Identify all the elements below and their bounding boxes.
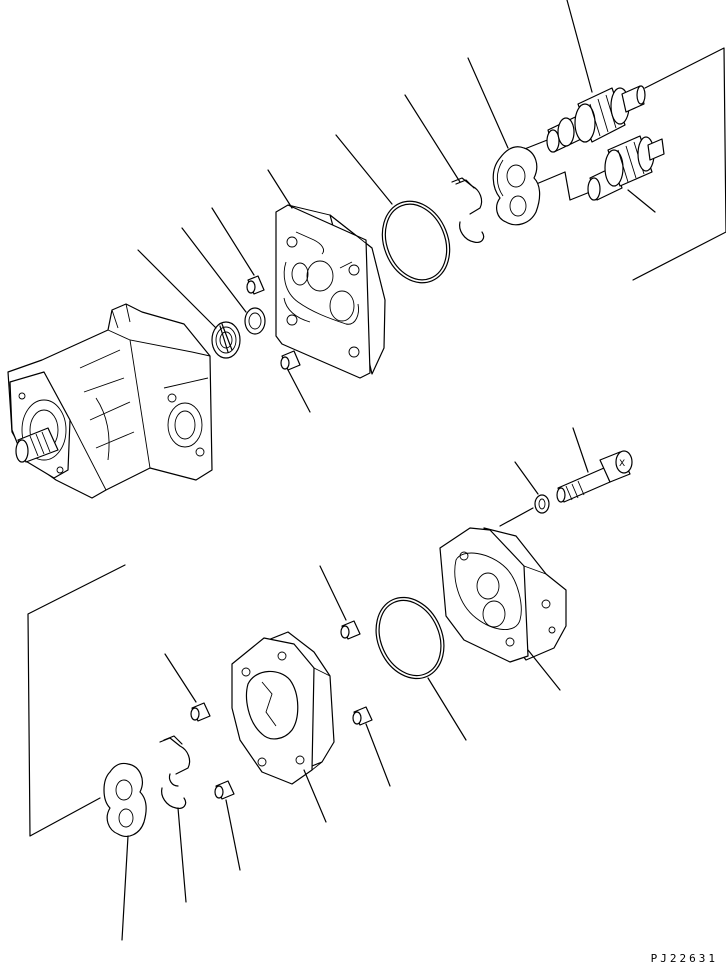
bolt-washer[interactable] xyxy=(534,494,550,514)
leader-lower-seal xyxy=(177,807,187,903)
lower-o-ring-inner xyxy=(378,599,442,677)
leader-lower-wear-plate xyxy=(121,835,129,941)
leader-lower-dowel-c xyxy=(164,653,197,703)
lower-dowel-pin-c[interactable] xyxy=(190,702,211,722)
leader-bolt-washer xyxy=(514,461,539,495)
lower-wear-plate[interactable] xyxy=(103,762,147,837)
leader-gear-case xyxy=(303,769,327,823)
leader-lower-dowel-b xyxy=(365,723,391,787)
leader-lower-dowel-d xyxy=(225,799,241,871)
upper-wear-plate[interactable] xyxy=(492,146,541,226)
gear-case[interactable] xyxy=(231,631,335,785)
leader-driven-gear xyxy=(627,189,656,213)
lower-bracket-lines xyxy=(27,564,126,837)
lower-dowel-pin-a[interactable] xyxy=(340,620,361,640)
upper-backup-seal[interactable] xyxy=(451,177,485,243)
bolt-head-mark: X xyxy=(619,459,625,469)
drive-gear-shaft[interactable] xyxy=(546,85,646,153)
upper-o-ring-inner xyxy=(384,203,448,281)
upper-dowel-pin-b[interactable] xyxy=(280,350,301,371)
leader-lower-o-ring xyxy=(427,677,467,741)
leader-washer-to-cover xyxy=(499,507,534,527)
leader-bearing xyxy=(137,249,217,329)
drawing-code: PJ22631 xyxy=(650,952,718,965)
upper-dowel-pin-a[interactable] xyxy=(246,275,265,295)
leader-bolt xyxy=(572,427,589,473)
leader-seal-washer xyxy=(181,227,247,313)
upper-o-ring[interactable] xyxy=(371,191,462,293)
lower-o-ring[interactable] xyxy=(364,587,457,690)
leader-upper-o-ring xyxy=(335,134,393,205)
leader-flange-plate xyxy=(267,169,293,209)
main-pump-housing[interactable] xyxy=(7,303,213,499)
lower-backup-seal[interactable] xyxy=(159,735,191,809)
leader-upper-seal xyxy=(404,94,461,183)
driven-gear[interactable] xyxy=(587,135,665,201)
rear-cover[interactable] xyxy=(439,527,567,663)
mounting-flange-plate[interactable] xyxy=(275,204,386,379)
leader-rear-cover xyxy=(527,649,561,691)
bolt[interactable]: X xyxy=(556,450,633,503)
leader-lower-dowel-a xyxy=(319,565,347,621)
leader-upper-wear-plate xyxy=(467,57,509,149)
leader-drive-gear xyxy=(566,0,593,93)
seal-washer[interactable] xyxy=(244,307,266,335)
leader-upper-dowel-b xyxy=(287,369,311,413)
lower-dowel-pin-d[interactable] xyxy=(214,780,235,800)
bearing[interactable] xyxy=(211,321,241,359)
lower-dowel-pin-b[interactable] xyxy=(352,706,373,726)
leader-upper-dowel-a xyxy=(211,207,255,276)
